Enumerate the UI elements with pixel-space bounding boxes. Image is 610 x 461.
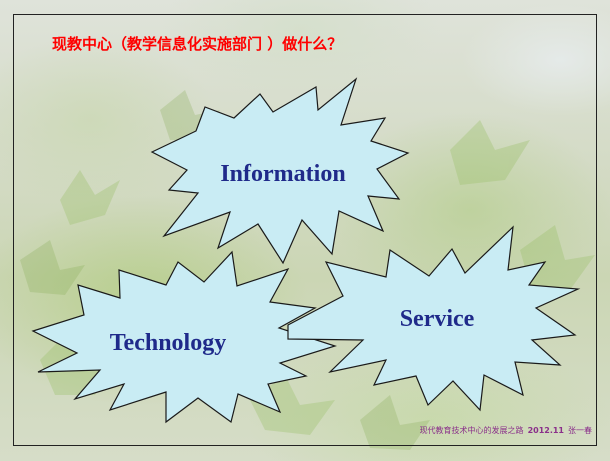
burst-technology — [31, 250, 337, 424]
burst-technology-label: Technology — [110, 330, 226, 356]
burst-information — [150, 77, 410, 265]
footer-org: 现代教育技术中心的发展之路 — [419, 426, 524, 435]
burst-service-label: Service — [400, 306, 475, 332]
footer-author: 张一春 — [568, 426, 592, 435]
burst-service — [287, 225, 581, 412]
slide-frame — [13, 14, 597, 446]
burst-information-label: Information — [220, 161, 345, 187]
footer-date: 2012.11 — [527, 426, 564, 435]
slide-title: 现教中心（教学信息化实施部门 ）做什么？ — [52, 35, 343, 53]
